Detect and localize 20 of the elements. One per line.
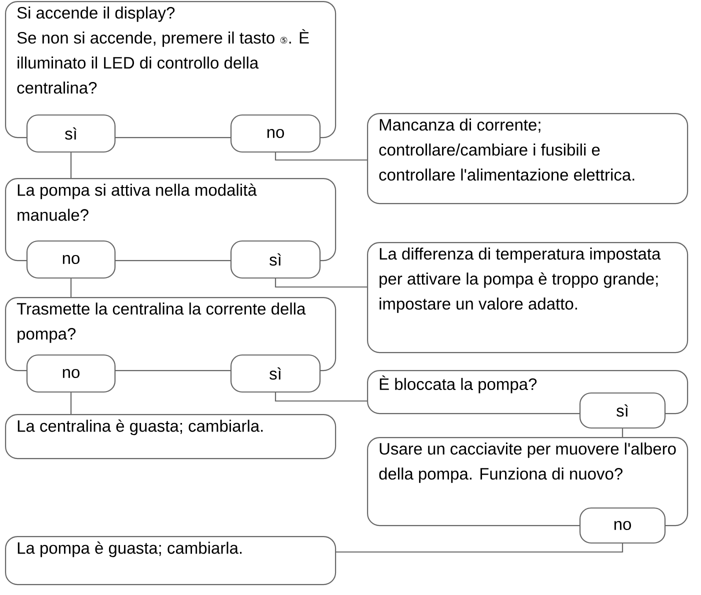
answer-pill: no: [26, 240, 116, 279]
connector-line: [274, 152, 367, 161]
message-box: La differenza di temperatura impostata per attivare la pompa è troppo grande; impostare un valore adatto.: [367, 242, 688, 354]
answer-pill: sì: [230, 354, 321, 393]
connector-line: [274, 278, 367, 288]
connector-line: [274, 392, 367, 402]
connector-line: [622, 428, 624, 437]
connector-line: [70, 152, 72, 178]
message-box: La centralina è guasta; cambiarla.: [5, 414, 336, 460]
message-box: Mancanza di corrente; controllare/cambiare i fusibili e controllare l'alimentazione elettrica.: [367, 113, 688, 204]
answer-pill: no: [579, 507, 666, 544]
answer-pill: no: [230, 114, 321, 153]
message-box: La pompa è guasta; cambiarla.: [5, 536, 336, 586]
answer-pill: sì: [579, 392, 666, 429]
answer-pill: no: [26, 354, 116, 393]
connector-line: [70, 278, 72, 297]
connector-line: [335, 544, 624, 553]
answer-pill: sì: [26, 114, 116, 153]
answer-pill: sì: [230, 240, 321, 279]
connector-line: [70, 392, 72, 414]
